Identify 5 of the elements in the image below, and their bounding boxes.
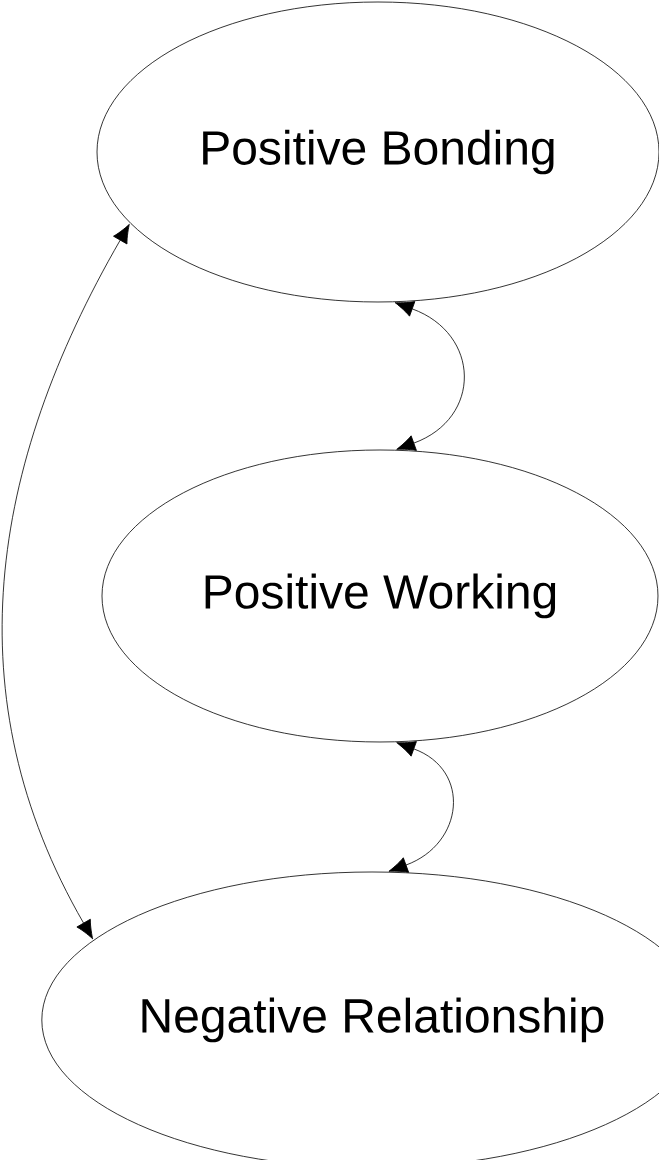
arrow bbox=[1, 223, 130, 940]
arrow bbox=[388, 741, 454, 873]
ellipse-node: Positive Bonding bbox=[96, 1, 659, 303]
ellipse-node: Positive Working bbox=[101, 449, 659, 743]
arrow bbox=[394, 301, 465, 451]
